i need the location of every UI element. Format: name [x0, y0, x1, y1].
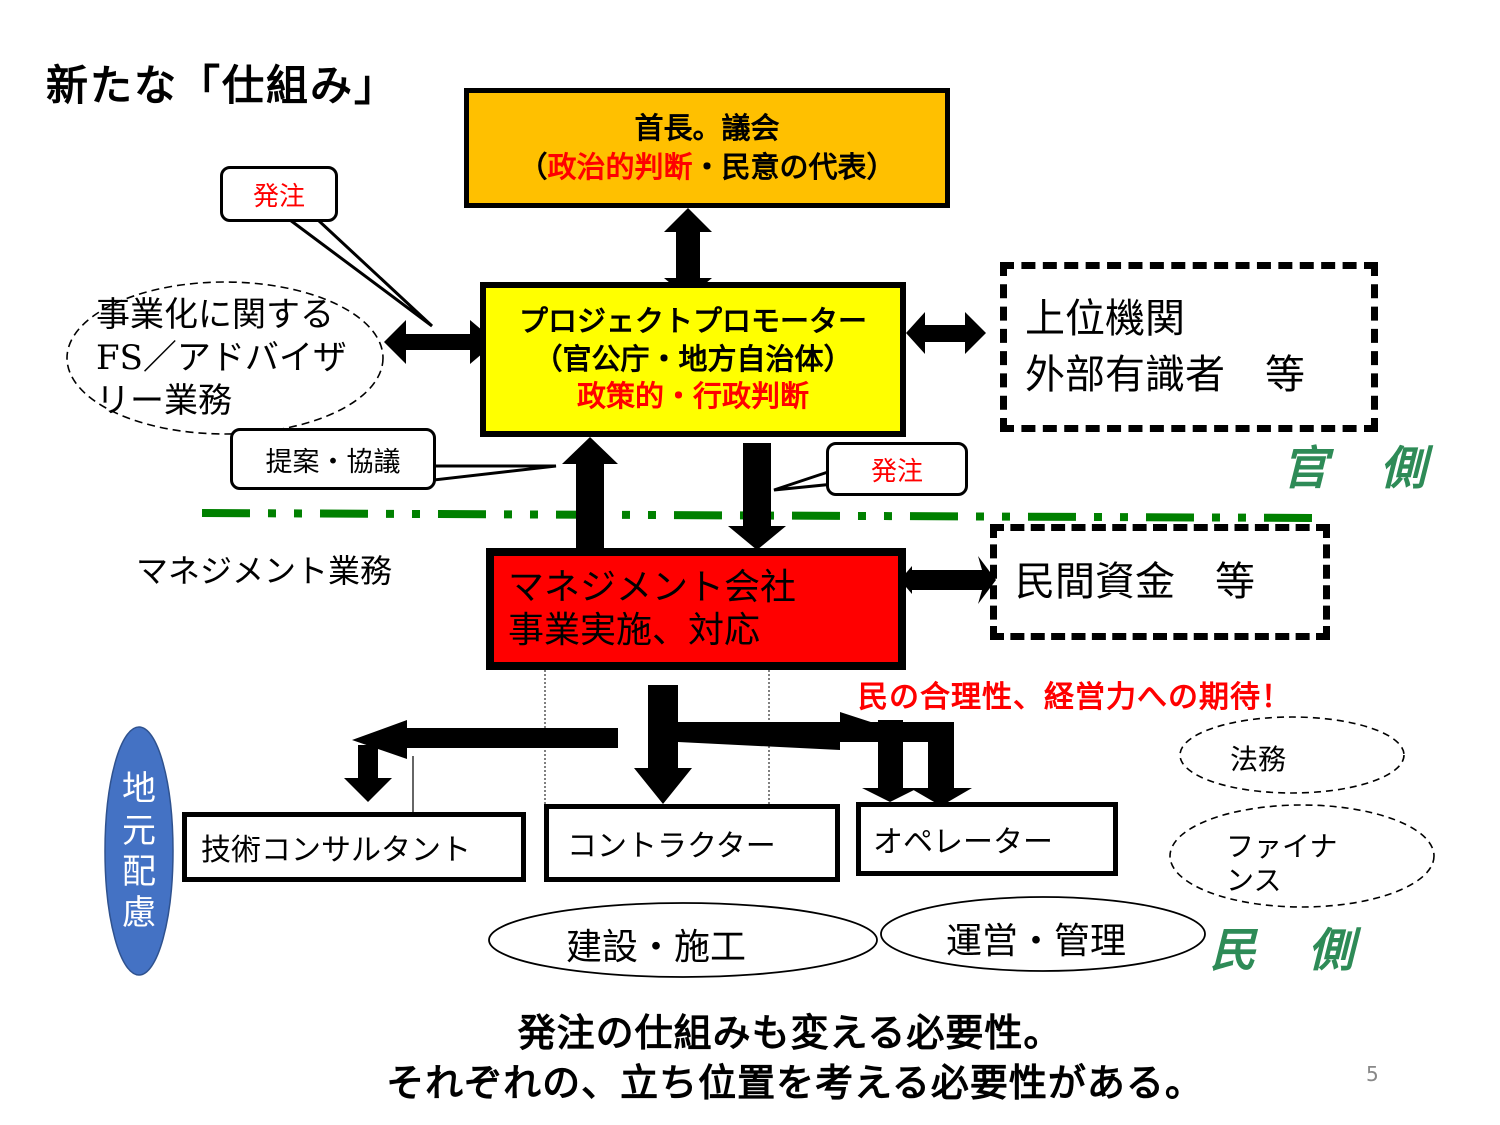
- management-work-label: マネジメント業務: [136, 552, 393, 590]
- management-company-title: マネジメント会社: [508, 566, 797, 608]
- political-judgment-text: 政治的判断: [547, 150, 693, 184]
- conclusion-line-2: それぞれの、立ち位置を考える必要性がある。: [386, 1061, 1204, 1105]
- private-side-label: 民側: [1210, 923, 1406, 977]
- private-funds-box: 民間資金 等: [990, 524, 1330, 640]
- proposal-callout: 提案・協議: [230, 428, 436, 490]
- to-contractor-down-arrow: [634, 685, 692, 804]
- conclusion-line-1: 発注の仕組みも変える必要性。: [517, 1011, 1063, 1055]
- promoter-role: 政策的・行政判断: [576, 379, 809, 414]
- mayor-council-box: 首長。議会 （政治的判断・民意の代表）: [464, 88, 950, 208]
- operation-management-label: 運営・管理: [946, 921, 1127, 962]
- project-promoter-box: プロジェクトプロモーター （官公庁・地方自治体） 政策的・行政判断: [480, 282, 906, 437]
- to-consultant-left-arrow: [352, 720, 618, 759]
- private-funds-text: 民間資金 等: [1015, 559, 1255, 605]
- operator-connector: [840, 722, 933, 742]
- legal-label: 法務: [1230, 743, 1287, 776]
- finance-oval: [1169, 804, 1435, 908]
- construction-label: 建設・施工: [566, 927, 747, 968]
- consultant-down-arrow: [344, 745, 392, 802]
- management-to-promoter-up-arrow: [562, 437, 618, 548]
- tech-consultant-box: 技術コンサルタント: [182, 812, 526, 882]
- local-consideration-oval: [104, 726, 174, 976]
- page-number: 5: [1366, 1062, 1379, 1086]
- management-company-box: マネジメント会社 事業実施、対応: [486, 548, 906, 670]
- promoter-title: プロジェクトプロモーター: [518, 303, 867, 338]
- operation-oval: [880, 896, 1206, 972]
- local-consideration-label: 地 元 配 慮: [122, 769, 156, 934]
- operator-down-arrow-main: [910, 722, 972, 806]
- upper-agency-line2: 外部有識者 等: [1025, 352, 1305, 398]
- promoter-to-management-down-arrow: [728, 443, 786, 550]
- mayor-subtitle: （政治的判断・民意の代表）: [518, 150, 896, 184]
- fs-promoter-double-arrow: [384, 320, 496, 364]
- promoter-upper-double-arrow: [906, 312, 986, 354]
- promoter-subtitle: （官公庁・地方自治体）: [533, 341, 853, 376]
- upper-agency-box: 上位機関 外部有識者 等: [1000, 262, 1378, 432]
- order-callout-right: 発注: [826, 442, 968, 496]
- to-operator-right-arrow: [678, 712, 880, 750]
- private-expectation-text: 民の合理性、経営力への期待！: [858, 680, 1292, 715]
- government-private-divider: [201, 509, 1319, 522]
- construction-oval: [488, 902, 878, 978]
- proposal-callout-tail: [432, 464, 557, 482]
- fs-advisory-text: 事業化に関する FS／アドバイザ リー業務: [96, 295, 347, 421]
- upper-agency-line1: 上位機関: [1025, 296, 1185, 342]
- fs-advisory-oval: [66, 281, 384, 435]
- mayor-title: 首長。議会: [634, 110, 780, 145]
- order-callout-top: 発注: [220, 166, 338, 222]
- mayor-promoter-double-arrow: [664, 208, 712, 298]
- operator-down-arrow: [862, 720, 918, 802]
- government-side-label: 官側: [1282, 441, 1478, 495]
- operator-box: オペレーター: [856, 802, 1118, 876]
- finance-label: ファイナ ンス: [1226, 830, 1338, 897]
- management-private-double-arrow: [900, 556, 996, 604]
- contractor-box: コントラクター: [544, 804, 840, 882]
- slide-title: 新たな「仕組み」: [46, 61, 399, 110]
- legal-oval: [1179, 716, 1405, 794]
- management-company-role: 事業実施、対応: [508, 610, 761, 651]
- order-right-callout-tail: [773, 467, 836, 492]
